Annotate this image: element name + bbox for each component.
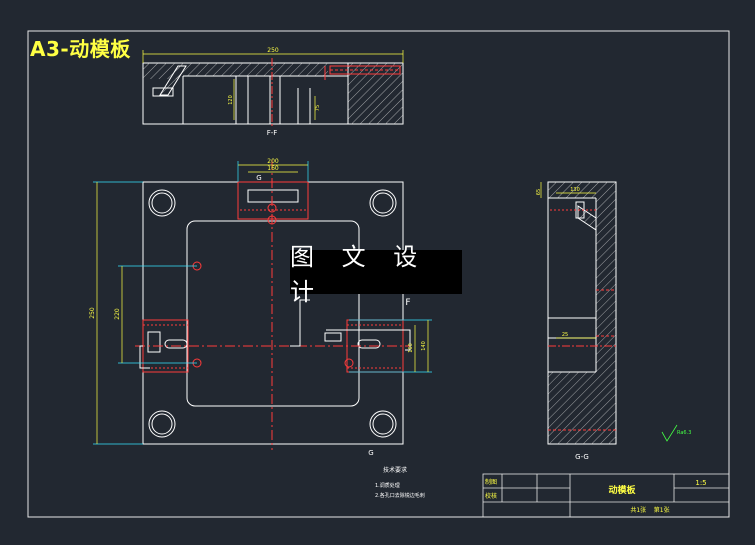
section-g-hatch-top — [548, 182, 616, 198]
plan-dimensions — [93, 161, 432, 445]
title-block-drawn: 制图 — [485, 478, 497, 486]
notes-line-2: 2.各孔口去除锐边毛刺 — [375, 492, 425, 499]
plan-label-g-bottom: G — [368, 449, 373, 457]
title-block — [482, 473, 730, 518]
dim-plan-height-overall: 250 — [89, 307, 96, 319]
section-view-f-f — [142, 58, 404, 128]
plan-label-g-top: G — [256, 174, 261, 182]
guide-hole-br — [369, 410, 397, 438]
dim-side-top-b: 130 — [570, 187, 580, 193]
title-block-checked: 校核 — [485, 492, 497, 500]
dim-plan-right-b: 140 — [421, 341, 427, 351]
roughness-value: Ra6.3 — [677, 430, 691, 436]
title-block-scale: 1:5 — [695, 479, 706, 487]
dim-plan-width-inner: 160 — [267, 165, 279, 172]
watermark-banner: 图 文 设 计 — [290, 243, 462, 306]
title-block-sheet: 共1张 第1张 — [630, 506, 669, 514]
drawing-frame — [27, 30, 730, 518]
section-view-g-g — [547, 181, 617, 445]
drawing-badge: A3-动模板 — [30, 37, 131, 61]
section-f-label: F-F — [267, 129, 278, 137]
dim-top-overall: 250 — [267, 47, 279, 54]
guide-hole-tr — [369, 189, 397, 217]
guide-hole-bl — [148, 410, 176, 438]
guide-hole-tl — [148, 189, 176, 217]
roughness-symbol — [661, 424, 678, 442]
dim-plan-width-outer: 200 — [267, 158, 279, 165]
dim-plan-height-inner: 220 — [114, 308, 121, 320]
dim-side-top: 65 — [536, 189, 542, 195]
section-f-dimensions — [142, 50, 404, 120]
dim-top-height-b: 75 — [315, 105, 321, 111]
notes-title: 技术要求 — [383, 466, 407, 474]
plan-slot-top — [237, 181, 309, 220]
notes-line-1: 1.调质处理 — [375, 482, 400, 489]
plan-view — [135, 160, 411, 450]
plan-inner-pocket — [186, 220, 360, 407]
section-g-dimensions — [540, 182, 596, 339]
dim-plan-right-a: 160 — [408, 343, 414, 353]
plan-label-f: F — [405, 298, 410, 308]
section-g-label: G-G — [575, 453, 589, 461]
section-g-hatch-bottom — [548, 372, 616, 444]
title-block-part-name: 动模板 — [608, 484, 636, 496]
section-f-hatch-top — [183, 63, 328, 76]
section-g-hatch-right — [596, 198, 616, 372]
dim-top-height-a: 120 — [228, 95, 234, 105]
section-f-hatch-right — [348, 63, 403, 124]
dim-side-mid: 25 — [562, 332, 568, 338]
